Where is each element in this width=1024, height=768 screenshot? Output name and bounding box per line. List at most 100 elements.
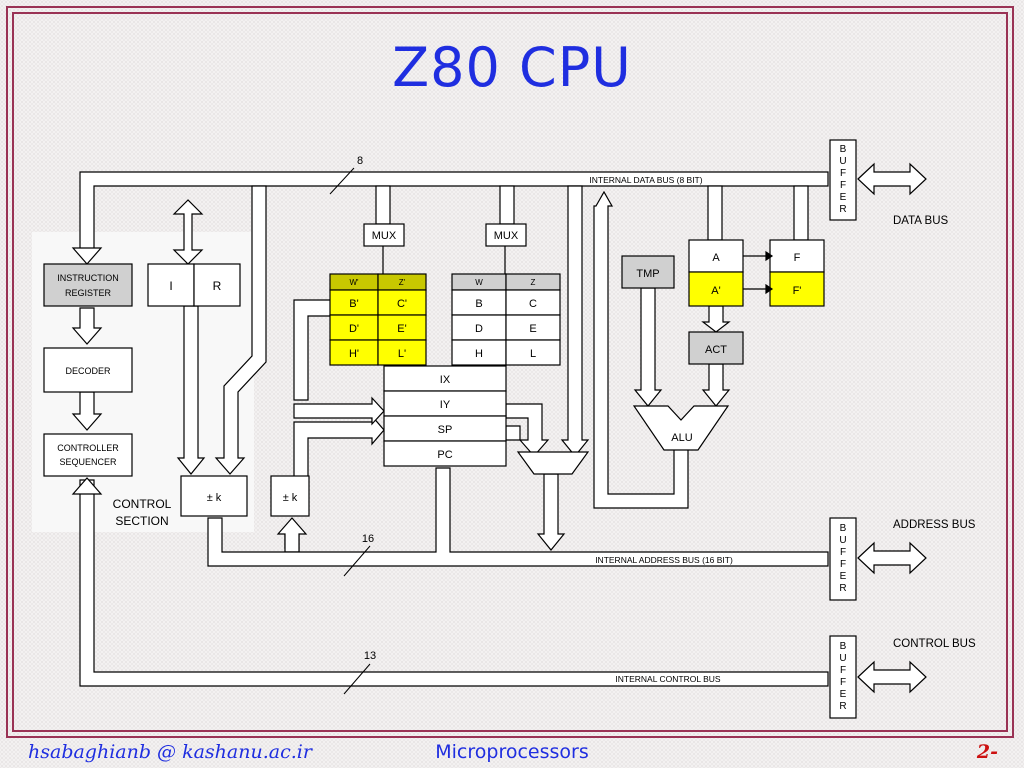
regfile-to-mux [505,403,550,457]
index-register-file [383,365,507,467]
slide-title: Z80 CPU [392,36,632,99]
data-buffer-f2: F [840,180,846,191]
internal-data-bus-label: INTERNAL DATA BUS (8 BIT) [589,175,702,185]
control-flow-arrows [71,307,103,431]
alu-label: ALU [671,432,692,444]
address-buffer [829,517,857,601]
instruction-register [43,263,133,307]
data-bus-drops [375,185,809,241]
flags-alt-register [769,271,825,307]
control-bus-arrow [857,660,927,694]
address-bus-arrow [857,541,927,575]
reg-ix: IX [440,374,451,386]
alt-header-z: Z' [399,278,406,287]
inc-dec-1-label: ± k [207,492,222,504]
flags-register [769,239,825,273]
inc2-arrow [276,517,308,553]
tmp-to-alu [633,287,663,407]
control-buffer [829,635,857,719]
inc-dec-1 [180,475,248,517]
decoder [43,347,133,393]
mux-to-address [536,473,566,551]
control-bus-label: CONTROL BUS [893,638,976,650]
main-header-z: Z [531,278,536,287]
reg-i [147,263,195,307]
data-bus-width: 8 [357,155,363,167]
data-bus-label: DATA BUS [893,215,948,227]
addr-buffer-f1: F [840,547,846,558]
main-reg-h: H [475,348,483,360]
internal-data-bus [71,171,829,265]
slide-border-inner [12,12,1008,732]
alt-reg-l: L' [398,348,406,360]
addr-buffer-b: B [840,523,847,534]
inc-dec-2 [270,475,310,517]
alu-feedback-loop [593,190,689,509]
reg-feed-middle [293,396,385,426]
ir-label-2: REGISTER [65,288,112,298]
main-reg-d: D [475,323,483,335]
controller-label-1: CONTROLLER [57,443,119,453]
reg-r [193,263,241,307]
main-header-w: W [475,278,483,287]
footer-page-number: 2- [976,741,998,763]
slide-border-outer [6,6,1014,738]
data-buffer [829,139,857,221]
alt-header-w: W' [349,278,359,287]
alt-reg-c: C' [397,298,407,310]
ctrl-buffer-f2: F [840,677,846,688]
address-width-slash [343,545,371,577]
mux-1 [363,223,405,247]
mux-1-label: MUX [372,230,397,242]
act-register [688,331,744,365]
act-to-alu [701,363,731,407]
control-section-label-1: CONTROL [113,497,172,511]
data-buffer-b: B [840,144,847,155]
act-label: ACT [705,344,727,356]
tmp-label: TMP [636,268,659,280]
alu-shape [632,405,730,451]
reg-sp: SP [438,424,453,436]
footer-author: hsabaghianb @ kashanu.ac.ir [28,741,312,763]
address-bus-width: 16 [362,533,374,545]
main-reg-e: E [529,323,536,335]
flags-label: F [794,252,801,264]
control-bus-width: 13 [364,650,376,662]
addr-buffer-r: R [839,583,846,594]
address-bus-label: ADDRESS BUS [893,519,976,531]
main-reg-c: C [529,298,537,310]
ctrl-buffer-e: E [840,689,847,700]
data-buffer-e: E [840,192,847,203]
ctrl-buffer-b: B [840,641,847,652]
main-reg-l: L [530,348,536,360]
inc-dec-2-label: ± k [283,492,298,504]
data-buffer-r: R [839,204,846,215]
reg-i-label: I [169,279,172,293]
internal-control-bus [79,479,829,687]
ctrl-buffer-u: U [839,653,846,664]
control-arrow-head [71,477,103,495]
control-width-slash [343,663,371,695]
i-to-inc-path [176,305,206,475]
decoder-label: DECODER [65,366,111,376]
alt-register-file [329,273,427,366]
data-to-inc-path [214,185,267,475]
acc-alt-register [688,271,744,307]
internal-address-bus [207,467,829,567]
data-bus-arrow [857,162,927,196]
alt-reg-h: H' [349,348,359,360]
tmp-register [621,255,675,289]
addr-buffer-u: U [839,535,846,546]
acc-label: A [712,252,720,264]
alt-reg-e: E' [397,323,406,335]
ctrl-buffer-f1: F [840,665,846,676]
footer-course: Microprocessors [435,741,589,763]
reg-pc: PC [437,449,452,461]
addr-buffer-e: E [840,571,847,582]
data-buffer-u: U [839,156,846,167]
acc-alt-label: A' [711,285,720,297]
ctrl-buffer-r: R [839,701,846,712]
mux-2-label: MUX [494,230,519,242]
regfile-to-mux-2 [505,425,521,441]
